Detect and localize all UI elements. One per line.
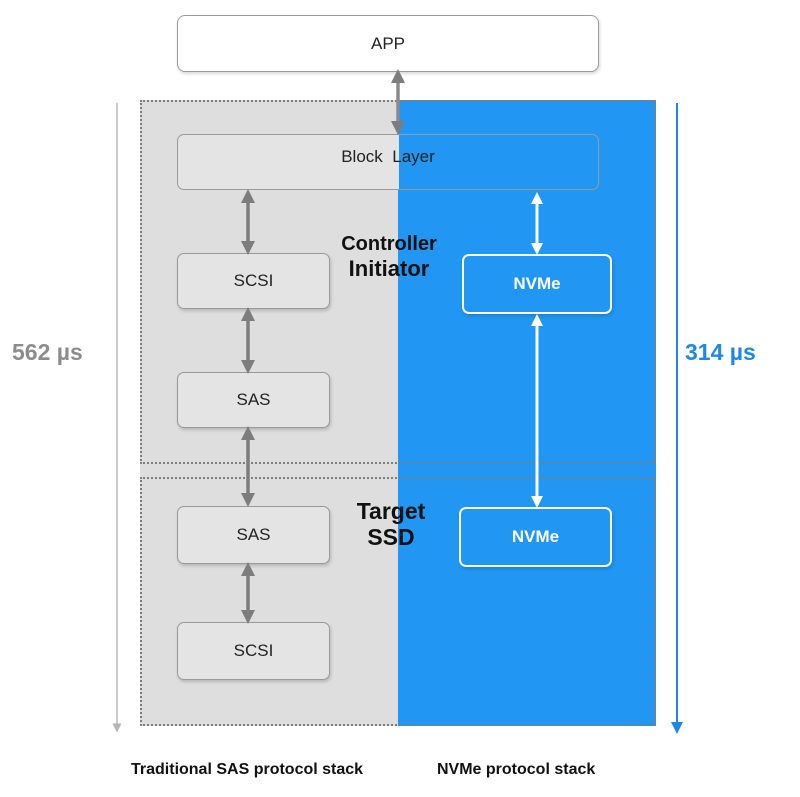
sas-stack-sas-box: SAS bbox=[177, 372, 330, 428]
nvme-target-label: NVMe bbox=[511, 527, 560, 546]
block-layer-box: Block Layer bbox=[177, 134, 599, 190]
target-sas-label: SAS bbox=[236, 525, 271, 544]
nvme-target-box: NVMe bbox=[459, 507, 612, 567]
target-scsi-label: SCSI bbox=[233, 641, 274, 660]
target-label-line1: Target bbox=[356, 498, 426, 524]
controller-label-line2: Initiator bbox=[348, 256, 430, 281]
nvme-controller-label: NVMe bbox=[513, 274, 561, 293]
nvme-controller-box: NVMe bbox=[462, 254, 612, 314]
target-ssd-label: Target SSD bbox=[326, 498, 456, 551]
target-sas-box: SAS bbox=[177, 506, 330, 564]
target-scsi-box: SCSI bbox=[177, 622, 330, 680]
block-layer-label: Block Layer bbox=[341, 147, 435, 166]
controller-label-line1: Controller bbox=[341, 233, 437, 255]
sas-stack-caption: Traditional SAS protocol stack bbox=[131, 761, 364, 778]
sas-stack-sas-label: SAS bbox=[236, 390, 271, 409]
nvme-latency-label: 314 µs bbox=[685, 339, 756, 365]
app-box: APP bbox=[177, 15, 599, 72]
target-ssd-region bbox=[140, 477, 656, 726]
sas-latency-label: 562 µs bbox=[12, 339, 83, 365]
nvme-stack-panel bbox=[398, 100, 656, 726]
target-label-line2: SSD bbox=[367, 524, 415, 551]
controller-initiator-label: Controller Initiator bbox=[324, 233, 454, 281]
nvme-stack-caption: NVMe protocol stack bbox=[437, 761, 596, 778]
sas-stack-scsi-label: SCSI bbox=[233, 271, 274, 290]
app-label: APP bbox=[370, 33, 406, 53]
